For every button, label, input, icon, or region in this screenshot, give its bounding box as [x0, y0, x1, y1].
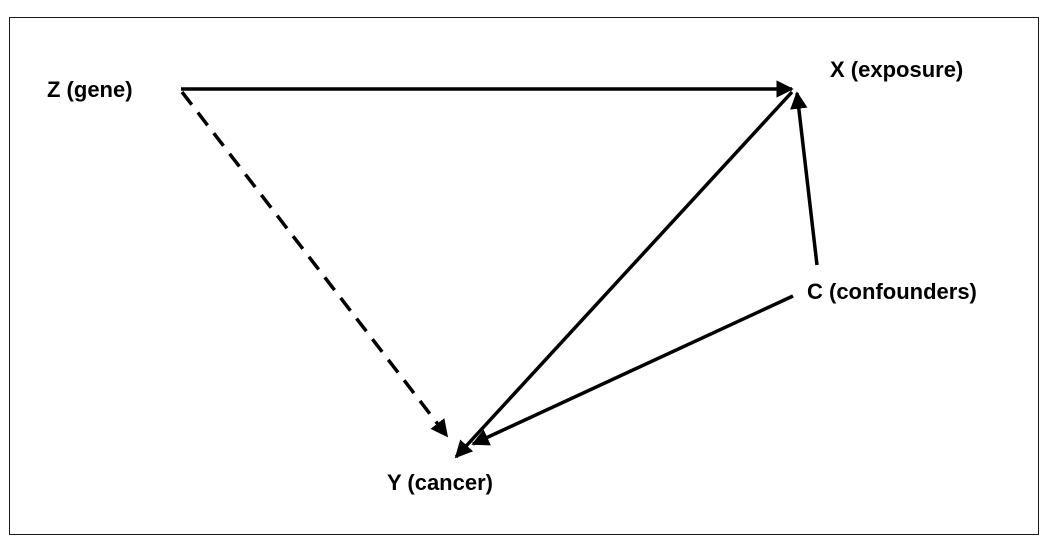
- node-label-z-gene: Z (gene): [47, 77, 133, 102]
- node-label-y-cancer: Y (cancer): [387, 470, 493, 495]
- diagram-frame: [9, 17, 1039, 535]
- node-label-x-exposure: X (exposure): [830, 57, 963, 82]
- edge-z-to-y: [180, 90, 449, 438]
- edge-c-to-y: [471, 294, 794, 446]
- edge-c-to-x: [790, 91, 819, 266]
- node-label-c-confounders: C (confounders): [807, 279, 977, 304]
- edge-x-to-y: [454, 90, 794, 459]
